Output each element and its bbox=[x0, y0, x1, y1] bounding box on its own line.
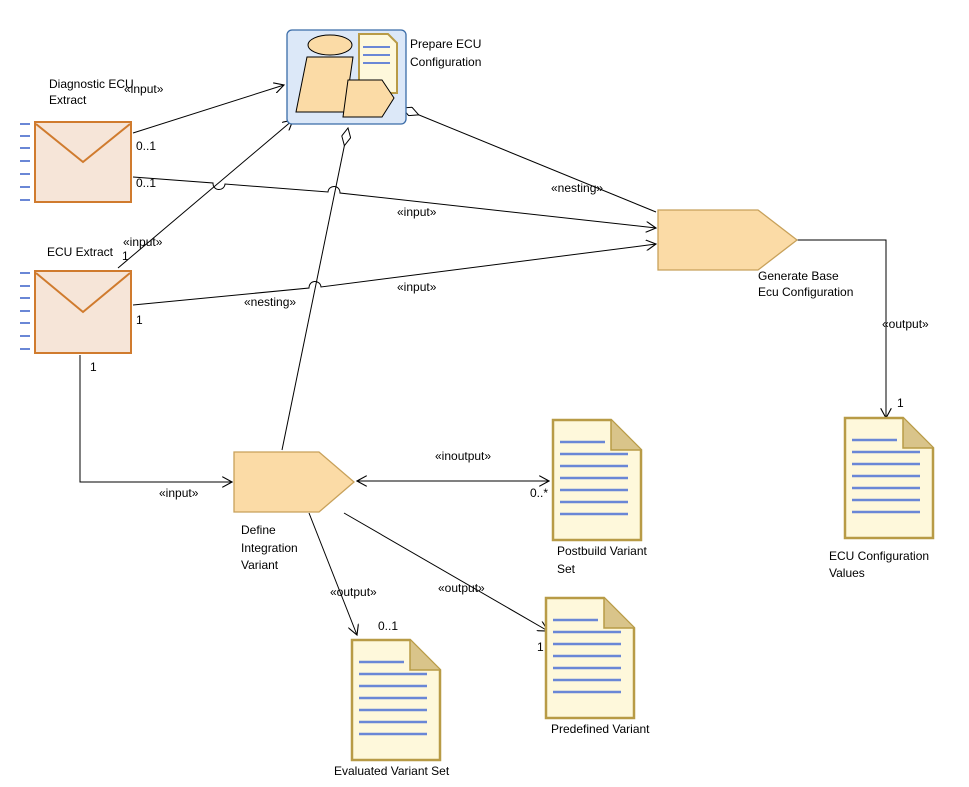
text-lines-icon bbox=[560, 440, 628, 516]
dog-ear bbox=[603, 598, 634, 629]
stereotype-label: «inoutput» bbox=[435, 449, 491, 463]
stereotype-label: «nesting» bbox=[244, 295, 296, 309]
task-shape bbox=[657, 209, 799, 271]
generate-label-line1: Generate Base bbox=[758, 269, 839, 283]
multiplicity-label: 0..1 bbox=[378, 619, 398, 633]
ecuconf-label-line1: ECU Configuration bbox=[829, 549, 929, 563]
diag-label-line1: Diagnostic ECU bbox=[49, 77, 134, 91]
postbuild-label-line1: Postbuild Variant bbox=[557, 544, 647, 558]
edges bbox=[79, 85, 886, 635]
dash-markers-icon bbox=[20, 272, 30, 350]
multiplicity-label: 1 bbox=[90, 360, 97, 374]
define-label-line3: Variant bbox=[241, 558, 279, 572]
task-icon bbox=[342, 79, 395, 118]
stereotype-label: «output» bbox=[438, 581, 485, 595]
define-label-line1: Define bbox=[241, 523, 276, 537]
edge-prepare-nests-generate bbox=[402, 108, 657, 213]
ecu-configuration-values-node[interactable]: ECU Configuration Values bbox=[829, 416, 935, 580]
multiplicity-label: 0..1 bbox=[136, 176, 156, 190]
dog-ear bbox=[902, 418, 933, 449]
ecu-extract-label: ECU Extract bbox=[47, 245, 114, 259]
edge-generate-to-ecuconf bbox=[797, 239, 886, 418]
predefined-label: Predefined Variant bbox=[551, 722, 650, 736]
edge-define-to-predefined bbox=[343, 512, 548, 631]
multiplicity-label: 0..1 bbox=[136, 139, 156, 153]
dash-markers-icon bbox=[20, 123, 30, 201]
edge-define-to-evaluated bbox=[308, 512, 357, 635]
edge-labels: «input» 0..1 0..1 «input» «input» 1 «inp… bbox=[90, 82, 929, 654]
stereotype-label: «input» bbox=[123, 235, 163, 249]
diag-label-line2: Extract bbox=[49, 93, 87, 107]
define-label-line2: Integration bbox=[241, 541, 298, 555]
dog-ear bbox=[610, 420, 641, 451]
generate-base-ecu-configuration-node[interactable]: Generate Base Ecu Configuration bbox=[657, 209, 853, 299]
stereotype-label: «output» bbox=[330, 585, 377, 599]
stereotype-label: «input» bbox=[124, 82, 164, 96]
edge-diag-to-generate bbox=[132, 176, 656, 228]
multiplicity-label: 1 bbox=[122, 249, 129, 263]
envelope-flap bbox=[35, 123, 131, 164]
text-lines-icon bbox=[553, 618, 621, 694]
edge-ecu-to-define bbox=[79, 355, 232, 482]
evaluated-label: Evaluated Variant Set bbox=[334, 764, 450, 778]
dog-ear bbox=[409, 640, 440, 671]
ellipse-icon bbox=[307, 34, 353, 56]
stereotype-label: «input» bbox=[397, 280, 437, 294]
prepare-ecu-configuration-node[interactable]: Prepare ECU Configuration bbox=[286, 29, 481, 125]
prepare-label-line2: Configuration bbox=[410, 55, 481, 69]
evaluated-variant-set-node[interactable]: Evaluated Variant Set bbox=[334, 638, 450, 778]
stereotype-label: «input» bbox=[159, 486, 199, 500]
edge-ecu-to-generate bbox=[132, 244, 656, 306]
edge-prepare-nests-define bbox=[281, 128, 348, 451]
multiplicity-label: 1 bbox=[537, 640, 544, 654]
edge-diag-to-prepare bbox=[132, 85, 284, 134]
prepare-label-line1: Prepare ECU bbox=[410, 37, 481, 51]
text-lines-icon bbox=[359, 660, 427, 736]
postbuild-variant-set-node[interactable]: Postbuild Variant Set bbox=[551, 418, 647, 576]
task-shape bbox=[233, 451, 355, 513]
stereotype-label: «output» bbox=[882, 317, 929, 331]
predefined-variant-node[interactable]: Predefined Variant bbox=[544, 596, 650, 736]
postbuild-label-line2: Set bbox=[557, 562, 576, 576]
define-integration-variant-node[interactable]: Define Integration Variant bbox=[233, 451, 355, 572]
ecu-extract-node[interactable]: ECU Extract bbox=[20, 245, 132, 354]
multiplicity-label: 0..* bbox=[530, 486, 548, 500]
envelope-flap bbox=[35, 272, 131, 314]
stereotype-label: «nesting» bbox=[551, 181, 603, 195]
text-lines-icon bbox=[852, 438, 920, 514]
stereotype-label: «input» bbox=[397, 205, 437, 219]
diagnostic-ecu-extract-node[interactable]: Diagnostic ECU Extract bbox=[20, 77, 134, 203]
multiplicity-label: 1 bbox=[136, 313, 143, 327]
generate-label-line2: Ecu Configuration bbox=[758, 285, 853, 299]
multiplicity-label: 1 bbox=[897, 396, 904, 410]
edge-ecu-to-prepare bbox=[117, 120, 293, 269]
ecuconf-label-line2: Values bbox=[829, 566, 865, 580]
